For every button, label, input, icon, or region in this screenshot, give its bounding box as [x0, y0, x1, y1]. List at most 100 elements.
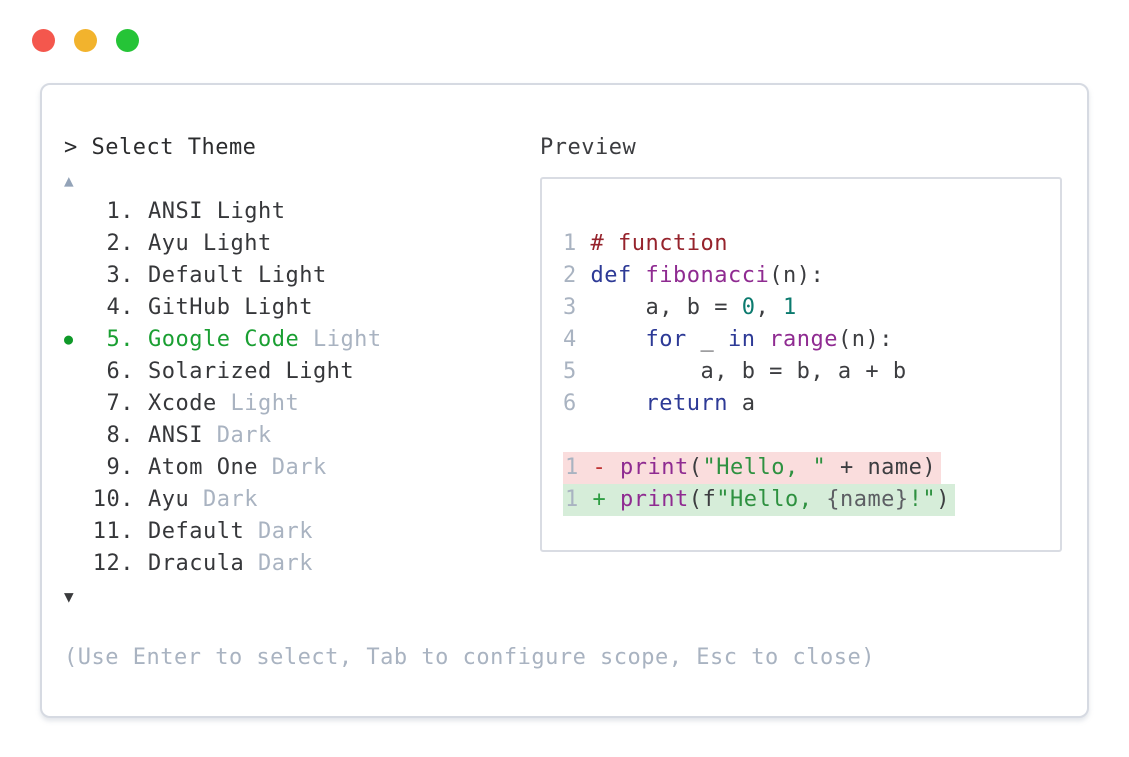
code-token: range	[769, 327, 838, 352]
line-number: 1	[565, 455, 579, 480]
theme-item-name: Ayu	[148, 487, 190, 512]
code-token: (n):	[769, 263, 825, 288]
theme-item-variant: Light	[299, 327, 382, 352]
code-token: a, b = b, a + b	[590, 359, 907, 384]
diff-highlight: 1 - print("Hello, " + name)	[563, 452, 942, 484]
line-number: 1	[563, 231, 577, 256]
theme-list-item[interactable]: 7. Xcode Light	[64, 388, 875, 420]
code-token: print	[620, 455, 689, 480]
code-line: 2 def fibonacci(n):	[563, 260, 1060, 292]
theme-list-item[interactable]: 3.Default Light	[64, 260, 875, 292]
theme-item-number: 6.	[106, 359, 134, 384]
code-token	[632, 263, 646, 288]
theme-item-name: Google Code	[148, 327, 300, 352]
code-token: )	[936, 487, 950, 512]
select-theme-prompt: > Select Theme	[64, 135, 257, 160]
code-line: 6 return a	[563, 388, 1060, 420]
line-number: 2	[563, 263, 577, 288]
theme-item-number: 1.	[106, 199, 134, 224]
diff-minus-sign: -	[592, 455, 607, 480]
theme-item-number: 9.	[106, 455, 134, 480]
diff-highlight: 1 + print(f"Hello, {name}!")	[563, 484, 955, 516]
theme-item-name: Default	[148, 519, 245, 544]
theme-item-number: 7.	[106, 391, 134, 416]
code-token: (n):	[837, 327, 893, 352]
code-token: fibonacci	[645, 263, 770, 288]
code-token: print	[620, 487, 689, 512]
code-token: "Hello, "	[702, 455, 827, 480]
code-line: 3 a, b = 0, 1	[563, 292, 1060, 324]
code-token: {name}	[826, 487, 909, 512]
hint-text: (Use Enter to select, Tab to configure s…	[64, 645, 875, 670]
code-token: "Hello,	[716, 487, 827, 512]
theme-item-variant: Dark	[257, 455, 327, 480]
code-line: 4 for _ in range(n):	[563, 324, 1060, 356]
line-number: 3	[563, 295, 577, 320]
theme-item-name: Atom One	[148, 455, 258, 480]
theme-list-item[interactable]: 4.GitHub Light	[64, 292, 875, 324]
close-button[interactable]	[32, 29, 55, 52]
blank-line	[563, 420, 1060, 452]
code-token: _	[686, 327, 728, 352]
code-token: def	[590, 263, 632, 288]
theme-item-name: Solarized Light	[148, 359, 355, 384]
code-token: (	[688, 455, 703, 480]
theme-item-name: GitHub Light	[148, 295, 313, 320]
theme-list-item[interactable]: 12. Dracula Dark	[64, 548, 875, 580]
line-number: 1	[565, 487, 579, 512]
code-token: for	[645, 327, 687, 352]
code-token: !"	[908, 487, 937, 512]
code-token: a	[727, 391, 756, 416]
code-token	[591, 391, 646, 416]
theme-item-number: 8.	[106, 423, 134, 448]
code-token: return	[645, 391, 728, 416]
theme-list-item[interactable]: 9. Atom One Dark	[64, 452, 875, 484]
theme-item-variant: Dark	[189, 487, 258, 512]
diff-plus-sign: +	[592, 487, 607, 512]
diff-added-line: 1 + print(f"Hello, {name}!")	[563, 484, 1060, 516]
theme-list-item[interactable]: 10. Ayu Dark	[64, 484, 875, 516]
minimize-button[interactable]	[74, 29, 97, 52]
theme-list-item[interactable]: 2.Ayu Light	[64, 228, 875, 260]
theme-item-variant: Dark	[244, 551, 313, 576]
theme-item-name: ANSI	[148, 423, 203, 448]
theme-item-number: 2.	[106, 231, 134, 256]
theme-list-item[interactable]: 6. Solarized Light	[64, 356, 875, 388]
scroll-up-indicator[interactable]: ▲	[64, 171, 75, 190]
code-token: 1	[782, 295, 797, 320]
theme-item-number: 10.	[92, 487, 134, 512]
code-token: 0	[741, 295, 756, 320]
code-line: 1 # function	[563, 228, 1060, 260]
line-number: 6	[563, 391, 577, 416]
theme-list-item[interactable]: 1. ANSI Light	[64, 196, 875, 228]
theme-item-variant: Dark	[202, 423, 272, 448]
theme-item-number: 12.	[92, 551, 134, 576]
theme-list-item[interactable]: 11. Default Dark	[64, 516, 875, 548]
theme-item-variant: Dark	[244, 519, 313, 544]
selected-indicator-dot: ●	[64, 330, 74, 348]
scroll-down-indicator[interactable]: ▼	[64, 587, 75, 606]
code-token: (f	[688, 487, 717, 512]
code-token: ,	[755, 295, 783, 320]
theme-list-item[interactable]: ● 5. Google Code Light	[64, 324, 875, 356]
theme-item-name: Dracula	[148, 551, 245, 576]
theme-item-number: 5.	[106, 327, 134, 352]
theme-item-variant: Light	[216, 391, 300, 416]
maximize-button[interactable]	[116, 29, 139, 52]
code-token: # function	[590, 231, 728, 256]
preview-title: Preview	[540, 135, 637, 160]
theme-item-name: Xcode	[148, 391, 217, 416]
theme-item-number: 11.	[92, 519, 134, 544]
code-token: in	[727, 327, 756, 352]
diff-removed-line: 1 - print("Hello, " + name)	[563, 452, 1060, 484]
code-token	[755, 327, 769, 352]
theme-item-name: ANSI Light	[148, 199, 286, 224]
theme-item-name: Default Light	[148, 263, 327, 288]
theme-list-item[interactable]: 8. ANSI Dark	[64, 420, 875, 452]
code-token	[591, 327, 646, 352]
